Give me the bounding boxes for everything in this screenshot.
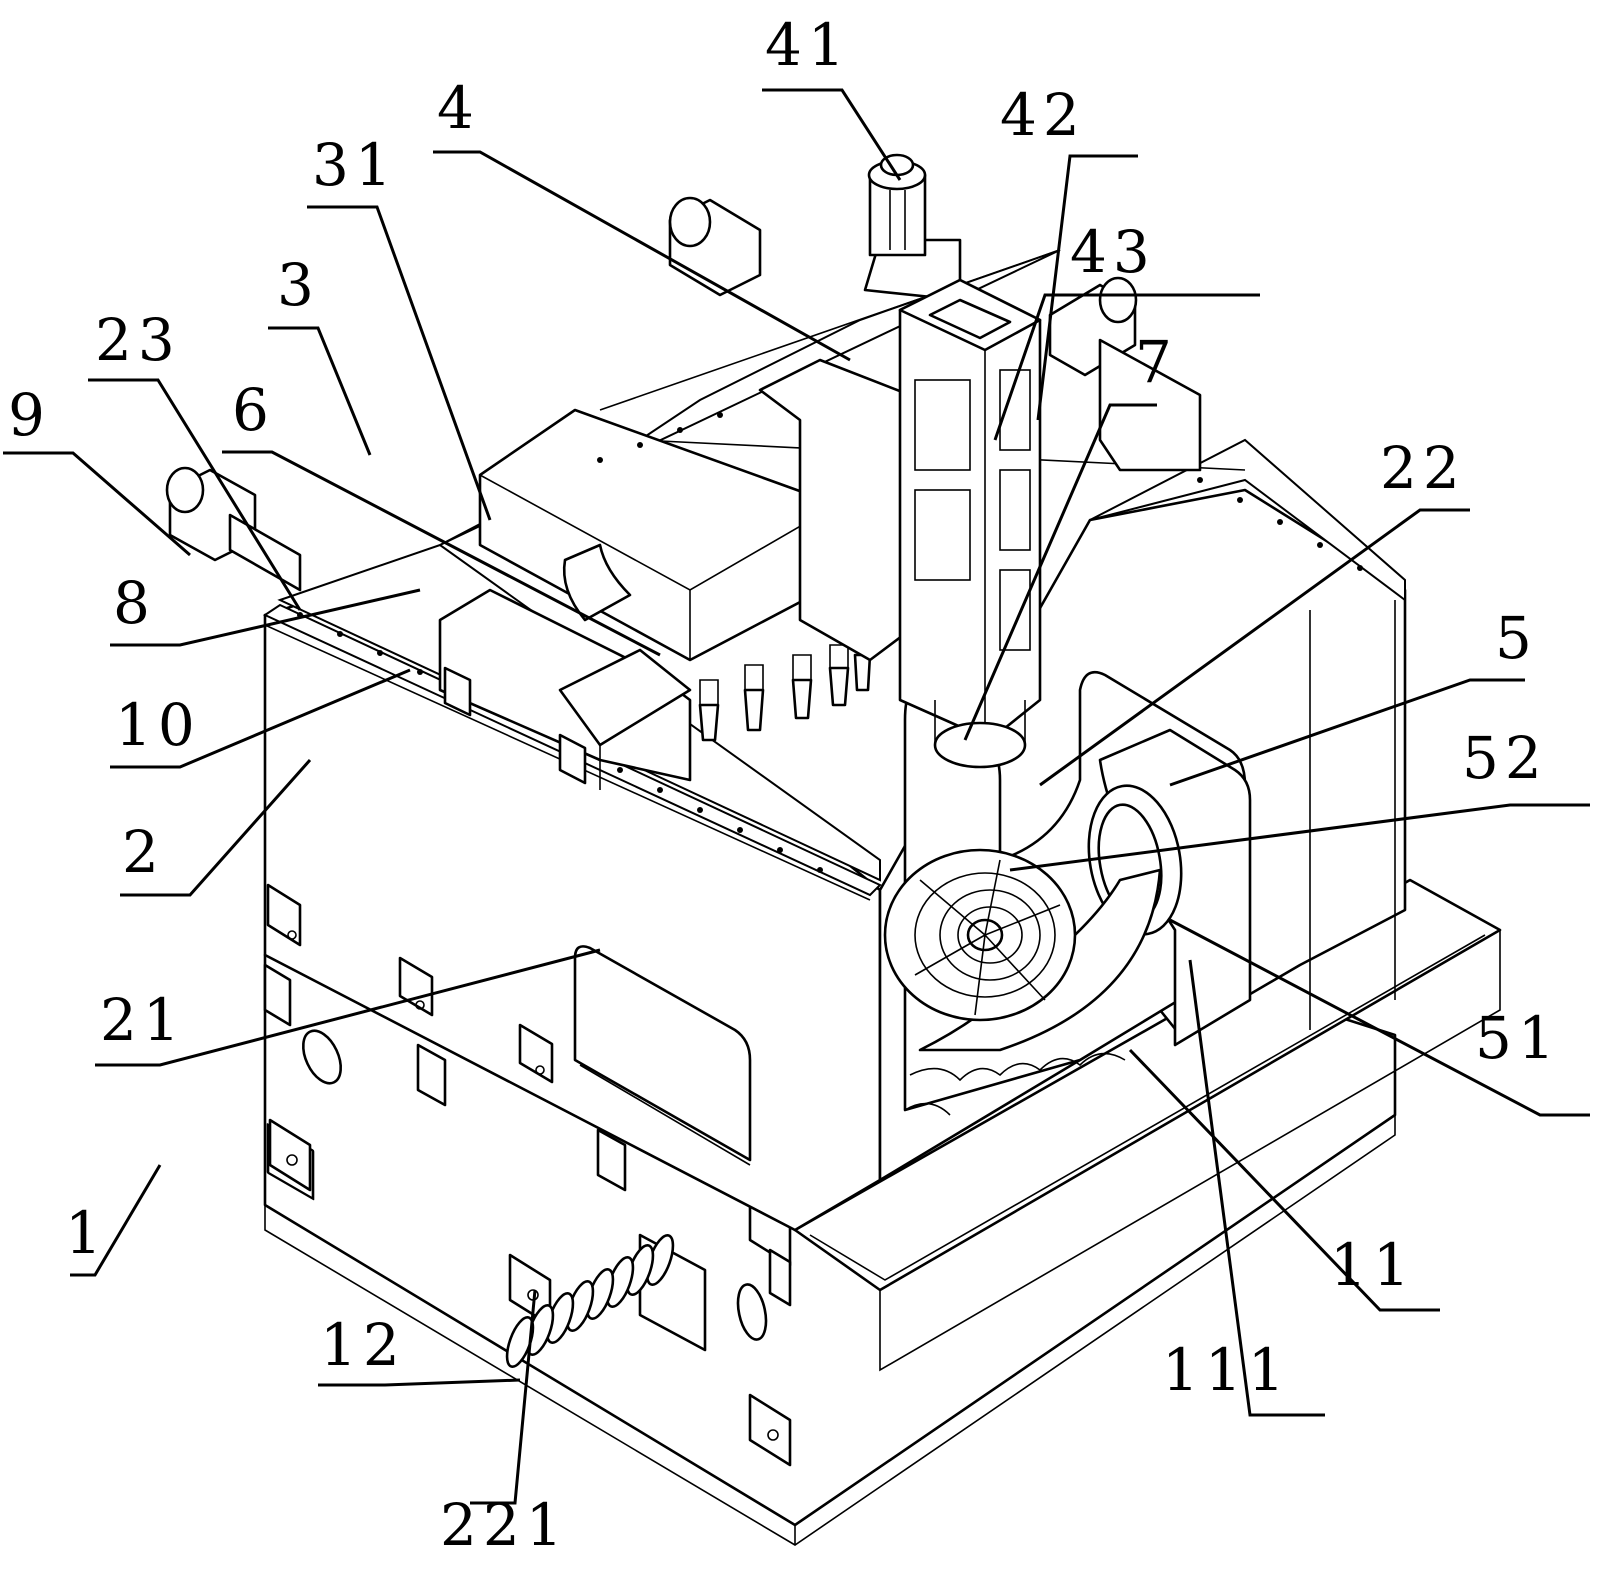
leader-4 [433,150,851,362]
label-111: 221 [440,1491,569,1559]
label-4: 4 [437,74,480,142]
label-41: 41 [765,11,851,79]
leader-lines [3,88,1590,1505]
tool-holders [698,644,872,742]
rotary-table [883,728,1252,1116]
leader-6 [222,450,661,657]
label-7: 7 [1135,328,1178,396]
label-5: 5 [1495,604,1538,672]
machine-body [165,153,1502,1546]
leader-7 [963,403,1157,741]
label-221: 111 [1162,1336,1291,1404]
leader-21 [95,948,601,1067]
label-51: 51 [1475,1004,1561,1072]
label-9: 10 [115,691,201,759]
leader-31 [307,205,492,521]
label-3: 3 [277,251,320,319]
leader-221 [1188,959,1325,1417]
leader-23 [88,378,302,611]
leader-3 [268,326,372,456]
leader-43 [993,293,1260,441]
leader-51 [1169,918,1590,1117]
spindle-head [758,238,1042,769]
motors [165,153,1202,592]
label-22: 22 [1380,434,1466,502]
label-6: 6 [232,376,275,444]
saddle [438,408,882,790]
leader-42 [1036,154,1138,421]
label-23: 23 [95,306,181,374]
label-21: 21 [100,986,186,1054]
leader-9 [110,668,411,769]
leader-12 [318,1378,521,1387]
reference-labels: 9 23 6 3 31 4 41 42 43 7 22 5 52 51 11 1… [8,11,1561,1559]
label-52: 52 [1462,724,1548,792]
chip-screw [505,1234,675,1368]
leader-5 [1169,678,1525,787]
label-31: 31 [312,131,398,199]
label-42: 42 [1000,81,1086,149]
leader-10 [3,451,191,557]
label-11: 11 [1330,1231,1416,1299]
label-2: 2 [122,818,165,886]
leader-8 [110,588,421,647]
leader-2 [120,759,312,897]
label-12: 12 [320,1311,406,1379]
leader-41 [762,88,902,181]
label-8: 8 [113,569,156,637]
leader-1 [70,1164,162,1277]
leader-52 [1009,803,1590,872]
label-1: 1 [65,1199,108,1267]
leader-111 [470,1289,537,1505]
label-10: 9 [8,381,51,449]
label-43: 43 [1070,218,1156,286]
leader-22 [1039,508,1470,787]
left-column [263,558,882,1232]
